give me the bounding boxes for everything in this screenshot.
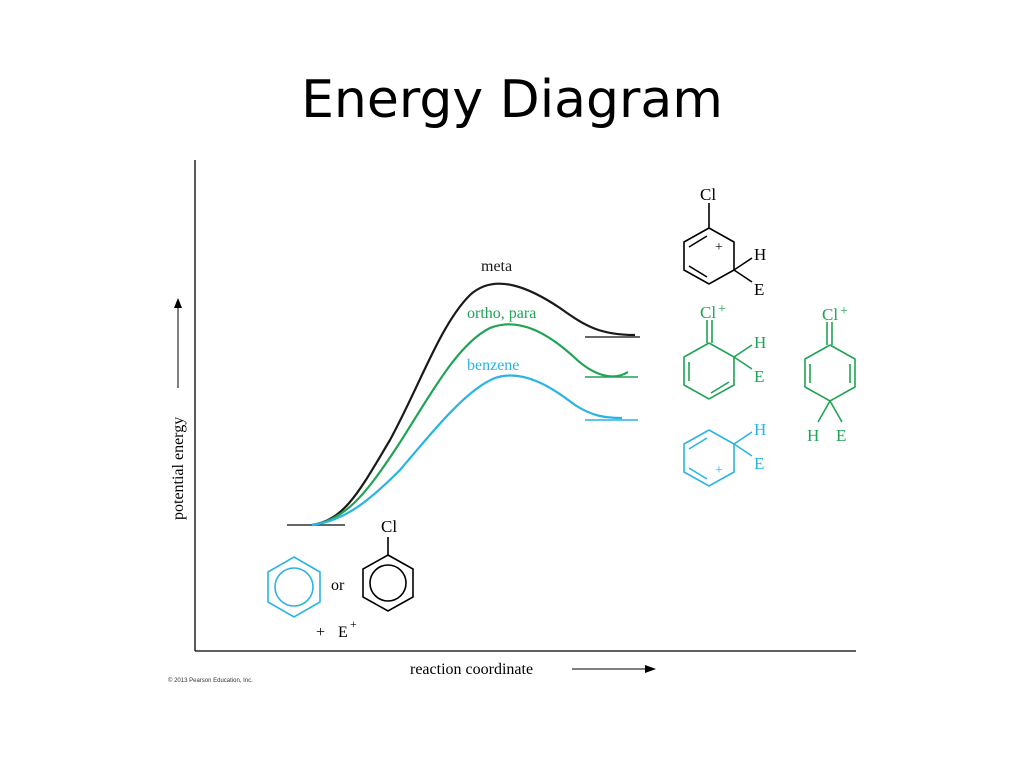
- benzene-curve: [311, 374, 623, 527]
- benzene-ion-e: E: [754, 454, 764, 473]
- y-axis-label: potential energy: [170, 417, 187, 520]
- meta-ion-e: E: [754, 280, 764, 299]
- benzene-arenium-structure: [683, 429, 753, 487]
- meta-curve: [311, 282, 636, 527]
- benzene-ion-charge: +: [715, 463, 723, 478]
- ortho-para-label: ortho, para: [467, 305, 536, 322]
- electrophile-label: E: [338, 624, 348, 641]
- y-axis-label-group: potential energy: [170, 298, 187, 520]
- or-label: or: [331, 577, 345, 594]
- x-axis-label: reaction coordinate: [410, 661, 533, 678]
- benzene-ion-h: H: [754, 420, 766, 439]
- electrophile-charge: +: [350, 617, 357, 631]
- meta-ion-charge: +: [715, 240, 723, 255]
- x-axis-arrowhead: [645, 665, 656, 673]
- ortho-arenium-structure: [683, 320, 753, 400]
- plus-sign: +: [316, 624, 325, 641]
- ortho-ion-e: E: [754, 367, 764, 386]
- para-ion-h: H: [807, 426, 819, 445]
- meta-ion-cl: Cl: [700, 185, 716, 204]
- copyright-notice: © 2013 Pearson Education, Inc.: [168, 678, 253, 684]
- meta-ion-h: H: [754, 245, 766, 264]
- benzene-structure: [267, 556, 321, 618]
- slide-title: Energy Diagram: [301, 70, 723, 130]
- para-arenium-structure: [804, 322, 856, 423]
- chlorobenzene-cl-label: Cl: [381, 517, 397, 536]
- meta-arenium-structure: [683, 203, 753, 285]
- benzene-label: benzene: [467, 357, 519, 374]
- ortho-ion-charge: +: [718, 302, 726, 317]
- ortho-ion-h: H: [754, 333, 766, 352]
- ortho-para-curve: [311, 323, 629, 527]
- chlorobenzene-structure: [362, 537, 414, 612]
- para-ion-charge: +: [840, 304, 848, 319]
- y-axis-arrowhead: [174, 298, 182, 308]
- para-ion-e: E: [836, 426, 846, 445]
- para-ion-cl: Cl: [822, 305, 838, 324]
- ortho-ion-cl: Cl: [700, 303, 716, 322]
- meta-label: meta: [481, 258, 512, 275]
